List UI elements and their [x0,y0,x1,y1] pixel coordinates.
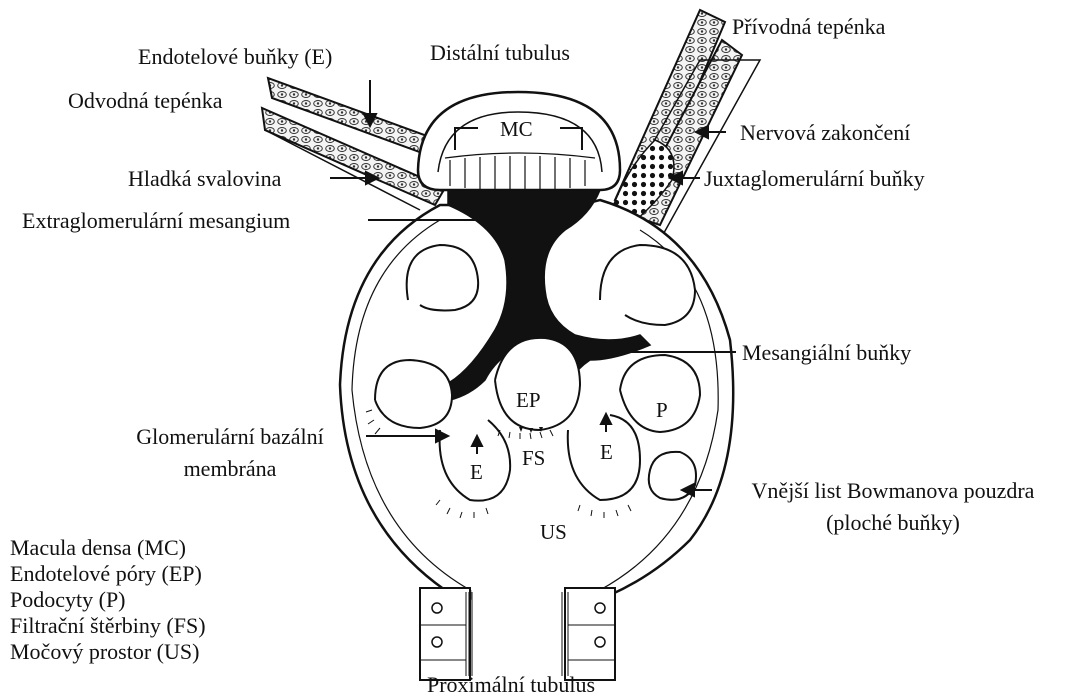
label-bowman-line2: (ploché buňky) [716,510,1070,536]
label-gbm-line2: membrána [96,456,364,482]
label-mesangial-cells: Mesangiální buňky [742,340,911,366]
afferent-arteriole [598,10,760,240]
legend-item: Močový prostor (US) [10,639,206,665]
label-ep: EP [516,388,541,412]
label-endothelial-cells: Endotelové buňky (E) [138,44,332,70]
label-extraglomerular-mesangium: Extraglomerulární mesangium [22,208,290,234]
label-efferent-arteriole: Odvodná tepénka [68,88,223,114]
label-bowman-line1: Vnější list Bowmanova pouzdra [716,478,1070,504]
legend-item: Filtrační štěrbiny (FS) [10,613,206,639]
label-p: P [656,398,668,422]
label-afferent-arteriole: Přívodná tepénka [732,14,885,40]
label-nerve-endings: Nervová zakončení [740,120,910,146]
label-proximal-tubule: Proximální tubulus [427,672,595,698]
proximal-tubule [420,588,615,680]
label-e-right: E [600,440,613,464]
label-distal-tubule: Distální tubulus [430,40,570,66]
label-fs: FS [522,446,545,470]
label-juxtaglomerular-cells: Juxtaglomerulární buňky [704,166,925,192]
label-gbm-line1: Glomerulární bazální [96,424,364,450]
label-mc: MC [500,117,533,141]
label-e-left: E [470,460,483,484]
label-us: US [540,520,567,544]
legend-item: Macula densa (MC) [10,535,206,561]
distal-tubule [418,92,620,190]
legend-item: Endotelové póry (EP) [10,561,206,587]
legend-item: Podocyty (P) [10,587,206,613]
abbreviation-legend: Macula densa (MC) Endotelové póry (EP) P… [10,535,206,665]
label-smooth-muscle: Hladká svalovina [128,166,281,192]
